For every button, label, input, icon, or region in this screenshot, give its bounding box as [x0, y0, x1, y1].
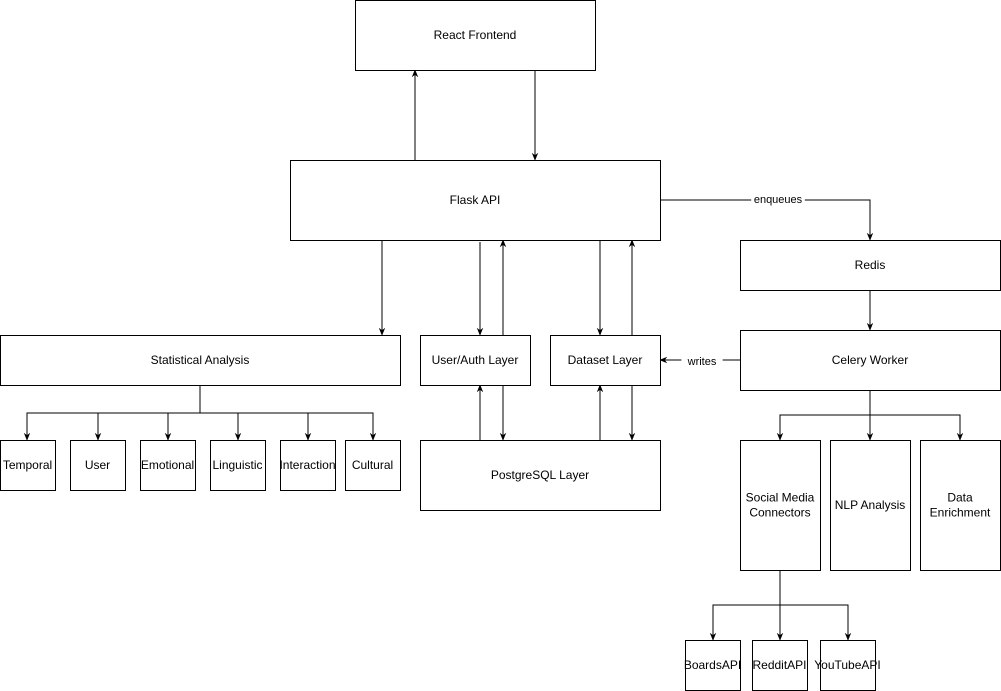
- node-label-reddit: RedditAPI: [752, 658, 806, 672]
- node-dataset: Dataset Layer: [550, 335, 661, 386]
- node-box-redis: [740, 240, 1001, 291]
- node-box-user: [70, 440, 126, 491]
- node-box-dataset: [550, 335, 661, 386]
- node-box-linguistic: [210, 440, 266, 491]
- node-box-stats: [0, 335, 401, 386]
- node-box-enrich: [920, 440, 1001, 571]
- node-label-youtube: YouTubeAPI: [814, 658, 881, 672]
- node-reddit: RedditAPI: [752, 640, 808, 691]
- node-auth: User/Auth Layer: [420, 335, 531, 386]
- edge-stats-to-temporal: [23, 385, 201, 441]
- node-youtube: YouTubeAPI: [814, 640, 881, 691]
- edge-label-bg-writes: [681, 355, 723, 369]
- edge-label-writes: writes: [687, 356, 717, 368]
- node-box-flask: [290, 160, 661, 241]
- node-label-boards: BoardsAPI: [684, 658, 741, 672]
- edge-flask-to-redis: [660, 199, 874, 241]
- node-label-enrich-1: Data: [947, 491, 973, 505]
- node-label-nlp: NLP Analysis: [835, 498, 905, 512]
- node-label-celery: Celery Worker: [832, 353, 908, 367]
- node-emotional: Emotional: [140, 440, 196, 491]
- edge-labels: enqueues writes: [681, 193, 805, 369]
- node-box-cultural: [345, 440, 401, 491]
- node-cultural: Cultural: [345, 440, 401, 491]
- edge-label-enqueues: enqueues: [754, 194, 803, 206]
- node-stats: Statistical Analysis: [0, 335, 401, 386]
- node-label-react: React Frontend: [434, 28, 517, 42]
- edge-celery-to-enrich: [870, 414, 964, 441]
- node-react: React Frontend: [355, 0, 596, 71]
- edge-social-to-youtube: [780, 604, 852, 641]
- edge-celery-to-social: [776, 390, 871, 441]
- node-box-emotional: [140, 440, 196, 491]
- node-celery: Celery Worker: [740, 330, 1001, 391]
- node-box-nlp: [830, 440, 911, 571]
- node-box-boards: [685, 640, 741, 691]
- node-boards: BoardsAPI: [684, 640, 741, 691]
- node-label-cultural: Cultural: [352, 458, 393, 472]
- node-label-enrich-2: Enrichment: [930, 506, 991, 520]
- node-box-postgres: [420, 440, 661, 511]
- node-label-redis: Redis: [855, 258, 886, 272]
- node-redis: Redis: [740, 240, 1001, 291]
- node-box-interaction: [280, 440, 336, 491]
- node-postgres: PostgreSQL Layer: [420, 440, 661, 511]
- node-label-interaction: Interaction: [279, 458, 335, 472]
- node-temporal: Temporal: [0, 440, 56, 491]
- node-user: User: [70, 440, 126, 491]
- node-label-social-2: Connectors: [749, 506, 810, 520]
- node-flask: Flask API: [290, 160, 661, 241]
- node-label-linguistic: Linguistic: [212, 458, 262, 472]
- node-nlp: NLP Analysis: [830, 440, 911, 571]
- node-label-auth: User/Auth Layer: [432, 353, 519, 367]
- node-box-social: [740, 440, 821, 571]
- node-interaction: Interaction: [279, 440, 336, 491]
- node-label-emotional: Emotional: [141, 458, 194, 472]
- node-box-youtube: [820, 640, 876, 691]
- node-box-react: [355, 0, 596, 71]
- node-box-auth: [420, 335, 531, 386]
- edge-social-to-boards: [709, 570, 781, 641]
- node-box-reddit: [752, 640, 808, 691]
- edges: [23, 69, 964, 641]
- node-label-user: User: [85, 458, 110, 472]
- node-label-social-1: Social Media: [746, 491, 815, 505]
- node-box-temporal: [0, 440, 56, 491]
- node-label-temporal: Temporal: [3, 458, 52, 472]
- edge-stats-to-cultural: [200, 412, 377, 441]
- node-box-celery: [740, 330, 1001, 391]
- node-label-stats: Statistical Analysis: [151, 353, 250, 367]
- node-linguistic: Linguistic: [210, 440, 266, 491]
- node-label-postgres: PostgreSQL Layer: [491, 468, 589, 482]
- edge-label-bg-enqueues: [751, 193, 805, 207]
- node-label-dataset: Dataset Layer: [568, 353, 643, 367]
- node-label-flask: Flask API: [450, 193, 501, 207]
